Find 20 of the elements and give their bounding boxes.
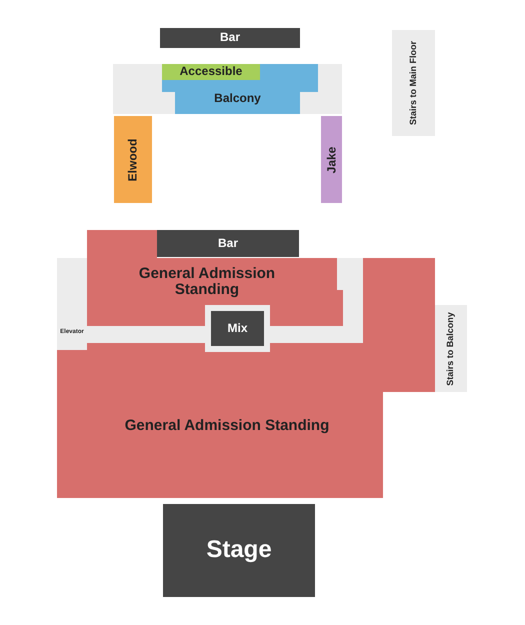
section-label: Accessible [178,64,244,80]
section-label: Stairs to Balcony [446,310,456,388]
section-label: General Admission Standing [138,264,276,300]
bar-area [157,230,299,257]
section-label: Stage [205,535,273,566]
section-label: Balcony [213,90,262,108]
seating-section [321,116,342,203]
section-label: Bar [218,29,241,46]
section-label: Elwood [126,137,140,183]
bar-area [160,28,300,48]
section-label: Stairs to Main Floor [408,40,418,128]
section-label: Mix [226,320,248,337]
section-label: Jake [324,145,338,176]
seating-section [114,116,152,203]
mix-booth [205,305,270,352]
accessible-section [162,64,260,80]
section-label: General Admission Standing [124,416,330,436]
section-label: Bar [216,234,239,252]
stage [163,504,315,597]
stairs-area [435,305,467,392]
